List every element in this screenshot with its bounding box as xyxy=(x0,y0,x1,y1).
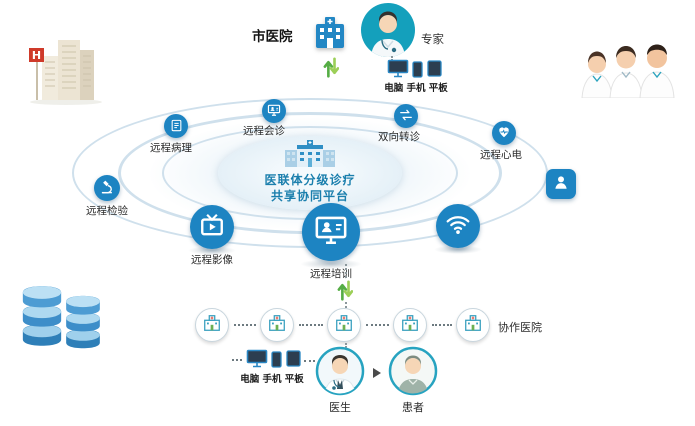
node-remote-training xyxy=(302,203,360,261)
small-hospital-icon xyxy=(202,313,222,337)
wifi-icon xyxy=(445,211,471,241)
wifi-shadow xyxy=(434,245,482,254)
partner-hospital-node xyxy=(195,308,229,342)
node-user xyxy=(546,169,576,199)
imaging-shadow xyxy=(188,246,236,255)
report-icon xyxy=(170,117,183,136)
tablet-icon-bottom xyxy=(286,350,301,371)
city-hospital-icon xyxy=(313,14,347,54)
doctor-avatar xyxy=(315,346,365,400)
label-remote-consult: 远程会诊 xyxy=(243,125,285,137)
hospital-connector-dots xyxy=(234,324,256,326)
connector-sync-hospitals xyxy=(345,302,347,308)
node-remote-ecg xyxy=(492,121,516,145)
heart-ecg-icon xyxy=(497,124,511,143)
node-remote-lab xyxy=(94,175,120,201)
node-remote-imaging xyxy=(190,205,234,249)
small-hospital-icon xyxy=(334,313,354,337)
partner-hospitals-label: 协作医院 xyxy=(498,321,542,334)
label-two-way-referral: 双向转诊 xyxy=(378,131,420,143)
doctor-label: 医生 xyxy=(329,401,351,414)
training-shadow xyxy=(300,259,362,269)
small-hospital-icon xyxy=(267,313,287,337)
label-remote-imaging: 远程影像 xyxy=(191,254,233,266)
user-icon xyxy=(552,173,570,195)
database-stack-icon-2 xyxy=(62,294,104,356)
tablet-icon xyxy=(427,60,442,81)
expert-label: 专家 xyxy=(421,32,444,46)
device-connector-dots xyxy=(232,359,242,361)
connector-devices-doctor xyxy=(304,360,315,362)
bottom-devices-label: 电脑 手机 平板 xyxy=(240,374,304,385)
label-remote-pathology: 远程病理 xyxy=(150,142,192,154)
medical-team-photo xyxy=(568,24,688,102)
node-two-way-referral xyxy=(394,104,418,128)
hospital-connector-dots xyxy=(299,324,323,326)
node-remote-consult xyxy=(262,99,286,123)
partner-hospital-node-center xyxy=(327,308,361,342)
phone-icon-bottom xyxy=(271,351,282,372)
small-hospital-icon xyxy=(400,313,420,337)
connector-training-sync xyxy=(345,264,347,278)
hospital-sign-letter: H xyxy=(32,49,41,62)
city-hospital-label: 市医院 xyxy=(252,29,293,45)
platform-title-line2: 共享协同平台 xyxy=(270,189,349,204)
patient-avatar xyxy=(388,346,438,400)
two-way-arrows-icon xyxy=(399,107,413,126)
hospital-building-illustration: H xyxy=(24,36,108,110)
partner-hospital-node xyxy=(260,308,294,342)
hospital-connector-dots xyxy=(366,324,389,326)
arrow-right-icon xyxy=(372,364,382,383)
top-devices-label: 电脑 手机 平板 xyxy=(384,83,448,94)
label-remote-lab: 远程检验 xyxy=(86,205,128,217)
microscope-icon xyxy=(100,179,115,198)
small-hospital-icon xyxy=(463,313,483,337)
platform-title-line1: 医联体分级诊疗 xyxy=(264,173,356,187)
hub-hospital-icon xyxy=(283,140,337,172)
patient-label: 患者 xyxy=(402,401,424,414)
partner-hospital-node xyxy=(456,308,490,342)
video-consult-icon xyxy=(267,102,281,121)
partner-hospital-node xyxy=(393,308,427,342)
sync-arrows-icon xyxy=(323,57,340,82)
phone-icon xyxy=(412,61,423,82)
tv-icon xyxy=(199,212,225,242)
database-stack-icon xyxy=(18,284,66,354)
label-remote-training: 远程培训 xyxy=(310,268,352,280)
node-wifi xyxy=(436,204,480,248)
computer-icon-bottom xyxy=(246,349,268,372)
node-remote-pathology xyxy=(164,114,188,138)
hospital-connector-dots xyxy=(432,324,452,326)
sync-arrows-bottom-icon xyxy=(337,280,354,305)
expert-avatar xyxy=(361,3,415,61)
computer-icon xyxy=(387,59,409,82)
label-remote-ecg: 远程心电 xyxy=(480,149,522,161)
platform-hub: 医联体分级诊疗 共享协同平台 xyxy=(218,136,402,210)
training-monitor-icon xyxy=(314,213,348,251)
connector-hospital-doctor xyxy=(345,343,347,348)
